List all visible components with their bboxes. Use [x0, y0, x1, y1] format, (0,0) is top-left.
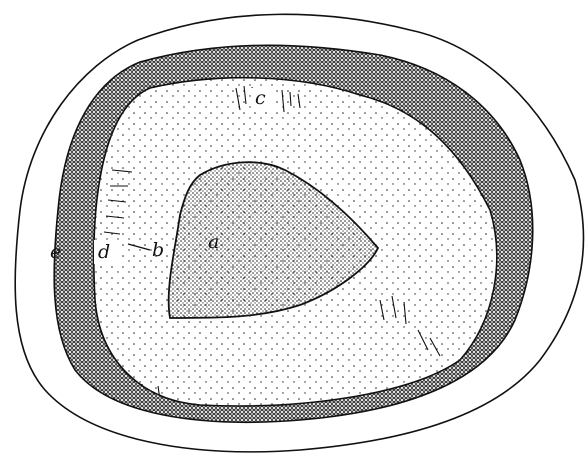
- label-a: a: [208, 231, 219, 253]
- label-e: e: [50, 241, 61, 263]
- label-b: b: [152, 239, 164, 261]
- label-c: c: [255, 87, 266, 109]
- label-d: d: [98, 241, 110, 263]
